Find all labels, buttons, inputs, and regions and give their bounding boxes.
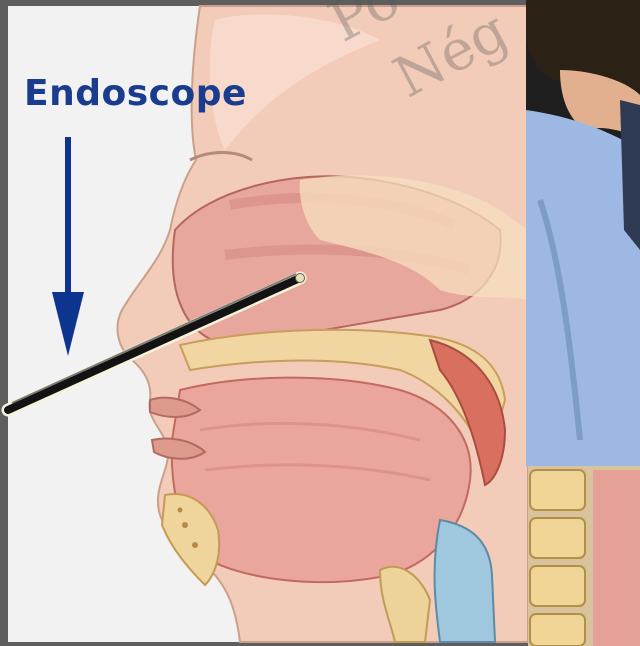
endoscope-label: Endoscope <box>24 76 247 112</box>
photo-inset <box>526 0 640 466</box>
